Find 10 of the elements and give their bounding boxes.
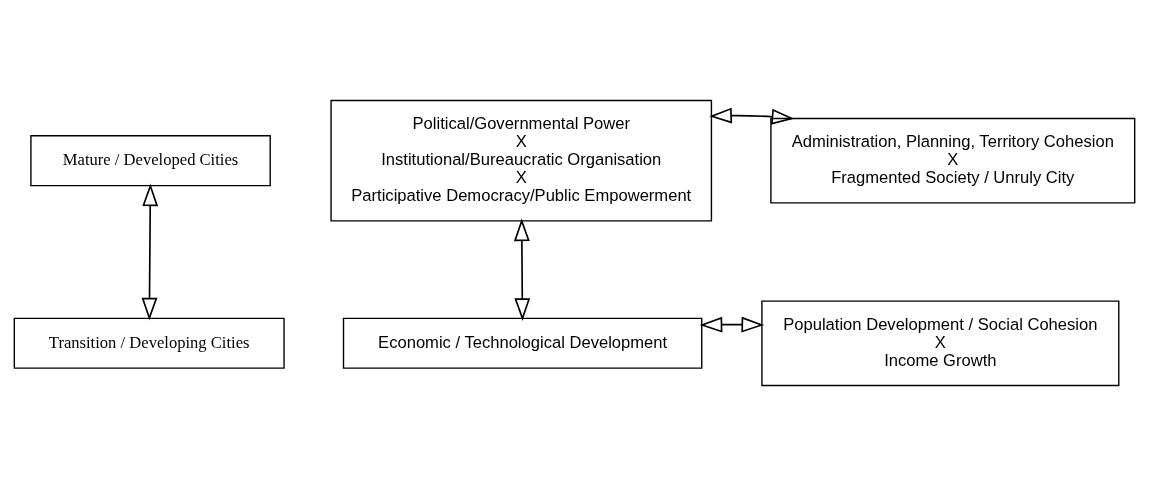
node-box: Economic / Technological Development <box>342 317 703 369</box>
node-box: Political/Governmental Power X Institutional/Bureaucratic Organisation X Participative Democracy/Public Empowerment <box>330 99 713 222</box>
node-box: Administration, Planning, Territory Cohesion X Fragmented Society / Unruly City <box>770 117 1136 204</box>
node-box: Mature / Developed Cities <box>30 135 271 187</box>
arrow <box>699 316 765 333</box>
node-box: Population Development / Social Cohesion X Income Growth <box>761 300 1120 387</box>
node-box: Transition / Developing Cities <box>13 317 285 369</box>
arrow <box>513 218 531 321</box>
arrow <box>709 107 795 125</box>
arrow <box>141 183 159 321</box>
